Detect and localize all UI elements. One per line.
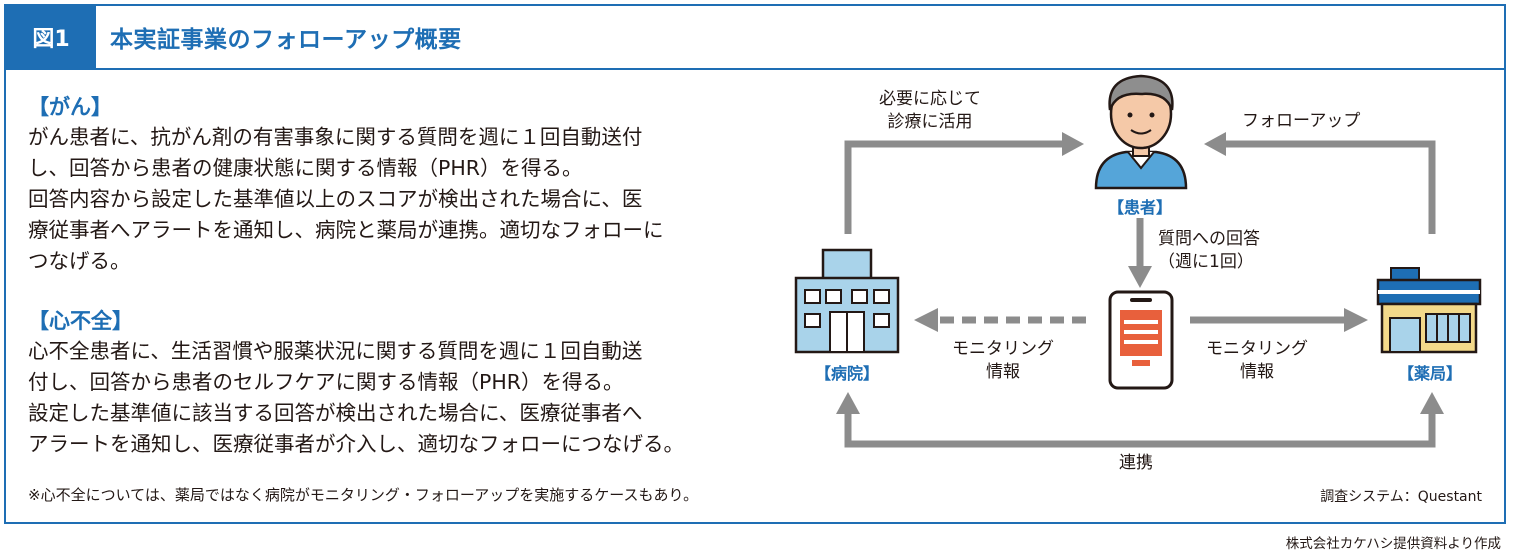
cancer-line: 療従事者へアラートを通知し、病院と薬局が連携。適切なフォローに bbox=[28, 218, 664, 242]
hospital-node-label: 【病院】 bbox=[814, 364, 879, 383]
patient-to-phone-label-line2: （週に1回） bbox=[1158, 252, 1254, 272]
smartphone-icon bbox=[1108, 290, 1174, 390]
cancer-line: 回答内容から設定した基準値以上のスコアが検出された場合に、医 bbox=[28, 187, 643, 211]
heart-failure-line: 設定した基準値に該当する回答が検出された場合に、医療従事者へ bbox=[28, 401, 643, 425]
phone-to-hospital-label: モニタリング 情報 bbox=[952, 338, 1054, 384]
hospital-to-patient-arrow bbox=[844, 140, 1066, 234]
patient-icon bbox=[1094, 74, 1188, 190]
pharmacy-to-patient-arrow bbox=[1222, 140, 1436, 234]
cancer-heading: 【がん】 bbox=[28, 95, 112, 119]
hospital-to-patient-arrowhead bbox=[1062, 132, 1084, 156]
heart-failure-line: 付し、回答から患者のセルフケアに関する情報（PHR）を得る。 bbox=[28, 370, 624, 394]
patient-to-phone-arrowhead bbox=[1128, 266, 1152, 288]
phone-to-hospital-label-line2: 情報 bbox=[986, 362, 1020, 382]
phone-to-pharmacy-label-line1: モニタリング bbox=[1206, 339, 1308, 359]
pharmacy-to-patient-arrowhead bbox=[1204, 132, 1226, 156]
cancer-line: し、回答から患者の健康状態に関する情報（PHR）を得る。 bbox=[28, 156, 583, 180]
cancer-section: 【がん】 がん患者に、抗がん剤の有害事象に関する質問を週に１回自動送付 し、回答… bbox=[28, 92, 758, 277]
phone-to-pharmacy-label-line2: 情報 bbox=[1240, 362, 1274, 382]
hospital-pharmacy-link bbox=[844, 412, 1436, 448]
survey-system-label: 調査システム：Questant bbox=[1320, 489, 1482, 505]
phone-to-hospital-arrowhead bbox=[914, 308, 938, 332]
hospital-to-patient-label-line1: 必要に応じて bbox=[879, 89, 981, 109]
hospital-icon bbox=[794, 248, 900, 354]
heart-failure-section: 【心不全】 心不全患者に、生活習慣や服薬状況に関する質問を週に１回自動送 付し、… bbox=[28, 306, 758, 460]
footnote: ※心不全については、薬局ではなく病院がモニタリング・フォローアップを実施するケー… bbox=[28, 486, 699, 504]
phone-to-pharmacy-label: モニタリング 情報 bbox=[1206, 338, 1308, 384]
link-arrowhead-hospital bbox=[836, 392, 860, 414]
phone-to-pharmacy-arrowhead bbox=[1344, 308, 1368, 332]
figure-number: 図1 bbox=[6, 6, 96, 68]
follow-up-diagram bbox=[794, 74, 1482, 448]
heart-failure-line: 心不全患者に、生活習慣や服薬状況に関する質問を週に１回自動送 bbox=[28, 339, 643, 363]
pharmacy-node-label: 【薬局】 bbox=[1397, 364, 1462, 383]
heart-failure-heading: 【心不全】 bbox=[28, 309, 133, 333]
cancer-line: がん患者に、抗がん剤の有害事象に関する質問を週に１回自動送付 bbox=[28, 125, 643, 149]
patient-to-phone-label-line1: 質問への回答 bbox=[1158, 229, 1260, 249]
hospital-to-patient-label: 必要に応じて 診療に活用 bbox=[879, 88, 981, 134]
patient-to-phone-label: 質問への回答 （週に1回） bbox=[1158, 228, 1260, 274]
phone-to-hospital-label-line1: モニタリング bbox=[952, 339, 1054, 359]
hospital-to-patient-label-line2: 診療に活用 bbox=[887, 112, 973, 132]
hospital-pharmacy-link-label: 連携 bbox=[1119, 453, 1153, 473]
figure-frame: 図1 本実証事業のフォローアップ概要 【がん】 がん患者に、抗がん剤の有害事象に… bbox=[4, 4, 1506, 524]
source-credit: 株式会社カケハシ提供資料より作成 bbox=[1285, 536, 1501, 552]
patient-node-label: 【患者】 bbox=[1107, 198, 1172, 217]
cancer-line: つなげる。 bbox=[28, 249, 131, 273]
link-arrowhead-pharmacy bbox=[1420, 392, 1444, 414]
heart-failure-line: アラートを通知し、医療従事者が介入し、適切なフォローにつなげる。 bbox=[28, 432, 684, 456]
pharmacy-icon bbox=[1376, 267, 1482, 354]
title-divider bbox=[6, 68, 1504, 70]
pharmacy-to-patient-label: フォローアップ bbox=[1242, 111, 1361, 131]
figure-title: 本実証事業のフォローアップ概要 bbox=[110, 27, 462, 53]
